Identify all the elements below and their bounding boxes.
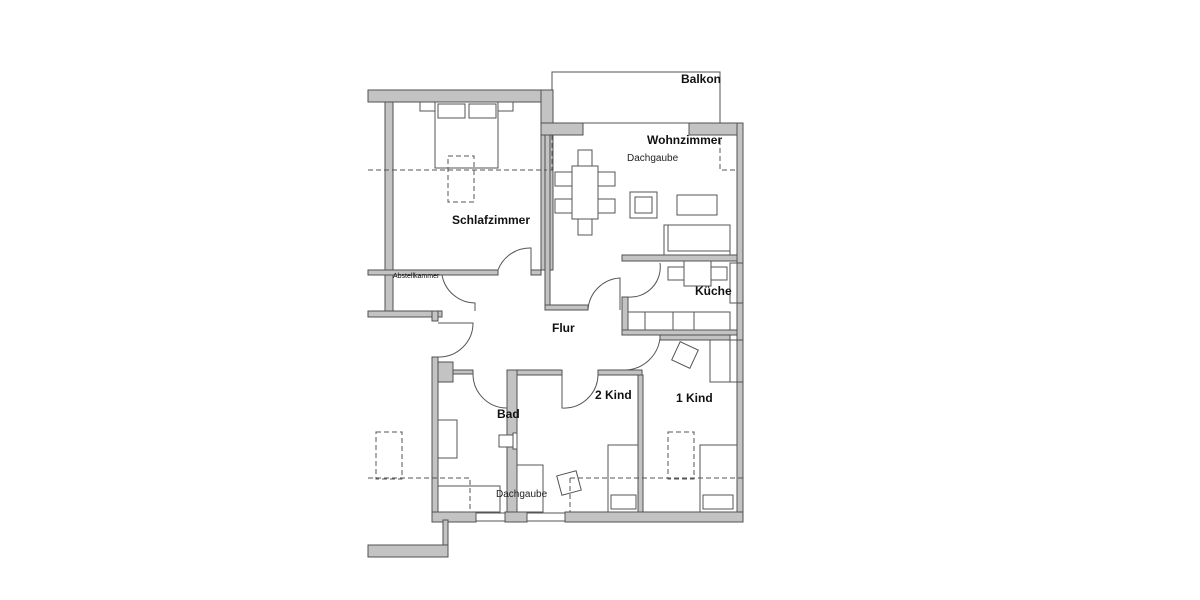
label-kind2: 2 Kind: [595, 388, 632, 402]
window-kind2: [526, 512, 566, 522]
label-flur: Flur: [552, 321, 575, 335]
desk-chair-kind1: [671, 341, 699, 369]
label-kind1: 1 Kind: [676, 391, 713, 405]
desk-kind2: [516, 464, 544, 513]
window-kind1: [729, 339, 738, 383]
sofa: [663, 224, 731, 256]
window-kueche: [729, 262, 738, 304]
skylight-kind1: [667, 431, 695, 480]
armchair: [629, 191, 658, 219]
label-kueche: Küche: [695, 284, 732, 298]
skylight-outside: [375, 431, 403, 480]
dormer-living-right: [719, 140, 737, 171]
toilet: [498, 432, 518, 450]
chair-kind2: [556, 470, 582, 496]
kitchen-table: [667, 260, 728, 287]
doors: [437, 247, 661, 409]
bathtub: [437, 485, 501, 513]
dormer-line-bottom-right: [569, 477, 743, 512]
label-bad: Bad: [497, 407, 520, 421]
label-balkon: Balkon: [681, 72, 721, 86]
dining-table-set: [554, 149, 616, 236]
label-dachgaube-bottom: Dachgaube: [496, 489, 548, 500]
coffee-table: [676, 194, 718, 216]
kitchen-counter: [627, 311, 731, 331]
wardrobe-kind1: [709, 339, 731, 383]
walls: [367, 89, 744, 558]
label-abstellkammer: Abstellkammer: [393, 273, 440, 280]
window-bad: [475, 512, 506, 522]
skylight-bedroom: [447, 155, 475, 203]
label-schlafzimmer: Schlafzimmer: [452, 213, 530, 227]
bathtub-side: [437, 419, 458, 459]
dormer-living-left: [545, 135, 553, 171]
bed-double: [419, 101, 514, 169]
label-wohnzimmer: Wohnzimmer: [647, 133, 722, 147]
label-dachgaube-top: Dachgaube: [627, 153, 679, 164]
